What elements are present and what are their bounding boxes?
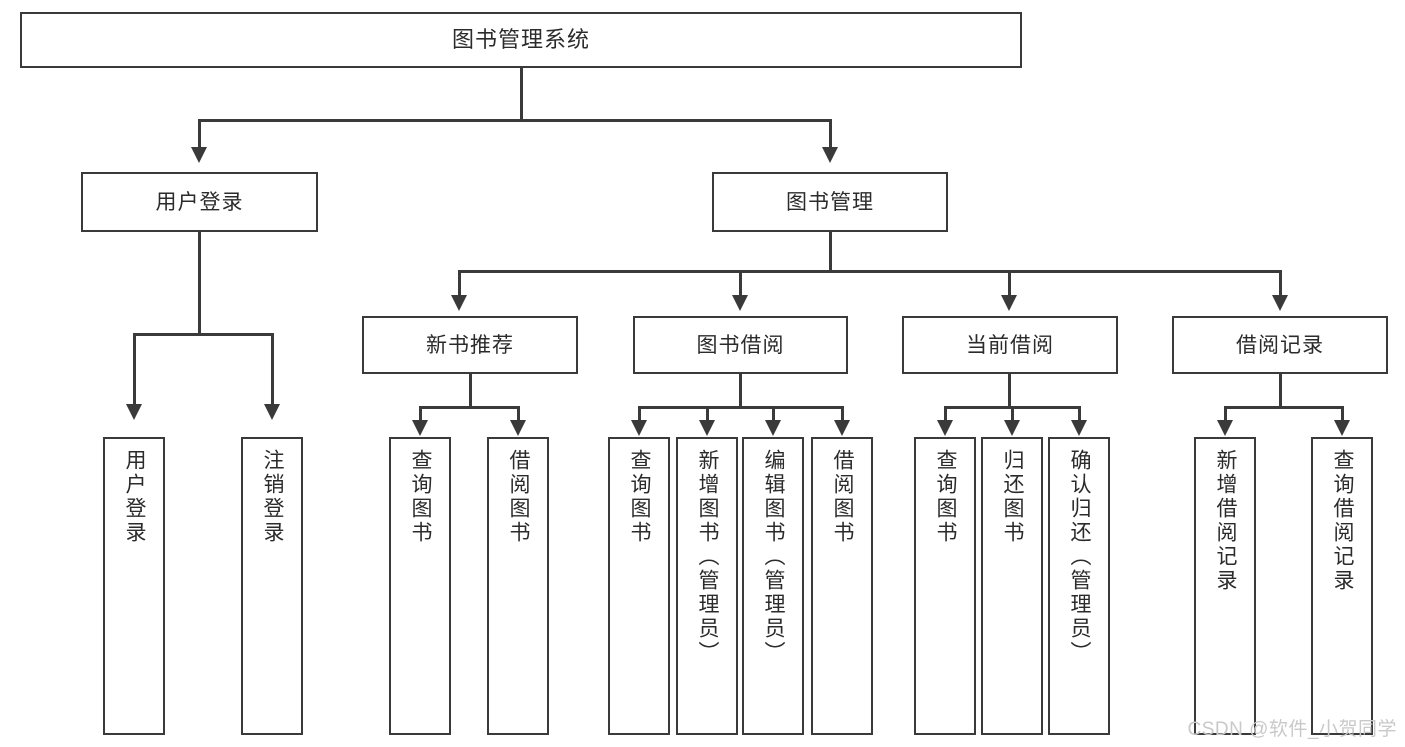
node-label: 借阅图书	[831, 449, 855, 545]
leaf-current-borrow-confirm-return-admin[interactable]: 确认归还（管理员）	[1048, 437, 1110, 735]
leaf-borrow-record-add-record[interactable]: 新增借阅记录	[1194, 437, 1256, 735]
connector-book-borrow-leaf-4	[841, 406, 844, 422]
connector-book-borrow-leaf-1	[638, 406, 641, 422]
connector-book-borrow-stem	[739, 374, 742, 407]
node-new-book-recommend[interactable]: 新书推荐	[362, 316, 578, 374]
leaf-book-borrow-add-book-admin[interactable]: 新增图书（管理员）	[676, 437, 738, 735]
connector-user-login-to-leaf-1	[133, 333, 136, 405]
arrowhead-user-login-leaf-1	[126, 404, 142, 420]
connector-book-borrow-leaf-3	[772, 406, 775, 422]
connector-borrow-record-bus	[1224, 406, 1342, 409]
connector-new-book-stem	[469, 374, 472, 407]
node-label: 查询图书	[409, 449, 433, 545]
connector-book-management-stem	[829, 232, 832, 271]
node-label: 归还图书	[1001, 449, 1025, 545]
arrowhead-current-borrow-leaf-3	[1071, 420, 1087, 436]
node-label: 编辑图书（管理员）	[762, 449, 786, 665]
node-label: 图书管理系统	[451, 27, 590, 52]
arrowhead-book-borrow-leaf-2	[699, 420, 715, 436]
connector-bm-to-new-book	[458, 270, 461, 296]
node-label: 借阅记录	[1236, 333, 1324, 357]
arrowhead-bm-current-borrow	[1001, 295, 1017, 311]
leaf-new-book-query-book[interactable]: 查询图书	[389, 437, 451, 735]
connector-new-book-leaf-1	[419, 406, 422, 422]
connector-bm-to-current-borrow	[1008, 270, 1011, 296]
node-label: 新增图书（管理员）	[696, 449, 720, 665]
arrowhead-new-book-leaf-1	[412, 420, 428, 436]
node-label: 用户登录	[155, 190, 244, 214]
arrowhead-book-borrow-leaf-4	[834, 420, 850, 436]
leaf-current-borrow-query-book[interactable]: 查询图书	[914, 437, 976, 735]
node-label: 新书推荐	[426, 333, 514, 357]
node-label: 注销登录	[261, 449, 285, 545]
arrowhead-bm-new-book	[451, 295, 467, 311]
node-root-book-management-system[interactable]: 图书管理系统	[20, 12, 1022, 68]
connector-root-bus	[198, 119, 832, 122]
leaf-book-borrow-edit-book-admin[interactable]: 编辑图书（管理员）	[742, 437, 804, 735]
arrowhead-bm-book-borrow	[732, 295, 748, 311]
node-current-borrow[interactable]: 当前借阅	[902, 316, 1118, 374]
connector-user-login-stem	[198, 232, 201, 334]
node-user-login[interactable]: 用户登录	[81, 172, 318, 232]
arrowhead-bm-borrow-record	[1272, 295, 1288, 311]
arrowhead-borrow-record-leaf-1	[1217, 420, 1233, 436]
node-label: 确认归还（管理员）	[1068, 449, 1092, 665]
leaf-user-login-login[interactable]: 用户登录	[103, 437, 165, 735]
arrowhead-user-login-leaf-2	[264, 404, 280, 420]
node-label: 当前借阅	[966, 333, 1054, 357]
connector-borrow-record-leaf-1	[1224, 406, 1227, 422]
connector-user-login-bus	[133, 333, 273, 336]
connector-bm-to-borrow-record	[1279, 270, 1282, 296]
leaf-user-login-logout[interactable]: 注销登录	[241, 437, 303, 735]
connector-current-borrow-leaf-3	[1078, 406, 1081, 422]
node-label: 用户登录	[123, 449, 147, 545]
connector-user-login-to-leaf-2	[271, 333, 274, 405]
arrowhead-root-to-book-management	[822, 147, 838, 163]
node-label: 查询借阅记录	[1331, 449, 1355, 593]
arrowhead-borrow-record-leaf-2	[1334, 420, 1350, 436]
node-book-management[interactable]: 图书管理	[712, 172, 948, 232]
leaf-borrow-record-query-record[interactable]: 查询借阅记录	[1311, 437, 1373, 735]
connector-root-to-user-login	[198, 119, 201, 149]
leaf-book-borrow-borrow-book[interactable]: 借阅图书	[811, 437, 873, 735]
arrowhead-root-to-user-login	[191, 147, 207, 163]
arrowhead-current-borrow-leaf-2	[1004, 420, 1020, 436]
connector-current-borrow-leaf-1	[944, 406, 947, 422]
leaf-book-borrow-query-book[interactable]: 查询图书	[608, 437, 670, 735]
leaf-current-borrow-return-book[interactable]: 归还图书	[981, 437, 1043, 735]
node-label: 新增借阅记录	[1214, 449, 1238, 593]
node-label: 查询图书	[934, 449, 958, 545]
connector-borrow-record-stem	[1279, 374, 1282, 407]
connector-bm-to-book-borrow	[739, 270, 742, 296]
node-label: 查询图书	[628, 449, 652, 545]
arrowhead-book-borrow-leaf-3	[765, 420, 781, 436]
node-book-borrow[interactable]: 图书借阅	[633, 316, 848, 374]
arrowhead-current-borrow-leaf-1	[937, 420, 953, 436]
node-label: 借阅图书	[507, 449, 531, 545]
leaf-new-book-borrow-book[interactable]: 借阅图书	[487, 437, 549, 735]
connector-borrow-record-leaf-2	[1341, 406, 1344, 422]
connector-book-borrow-leaf-2	[706, 406, 709, 422]
connector-current-borrow-leaf-2	[1011, 406, 1014, 422]
node-label: 图书管理	[786, 190, 874, 214]
connector-new-book-leaf-2	[517, 406, 520, 422]
connector-root-stem	[520, 68, 523, 120]
node-label: 图书借阅	[696, 333, 785, 357]
arrowhead-book-borrow-leaf-1	[631, 420, 647, 436]
connector-current-borrow-stem	[1008, 374, 1011, 407]
connector-new-book-bus	[419, 406, 519, 409]
node-borrow-record[interactable]: 借阅记录	[1172, 316, 1388, 374]
connector-book-borrow-bus	[638, 406, 843, 409]
connector-book-management-bus	[458, 270, 1280, 273]
arrowhead-new-book-leaf-2	[510, 420, 526, 436]
connector-root-to-book-management	[829, 119, 832, 149]
